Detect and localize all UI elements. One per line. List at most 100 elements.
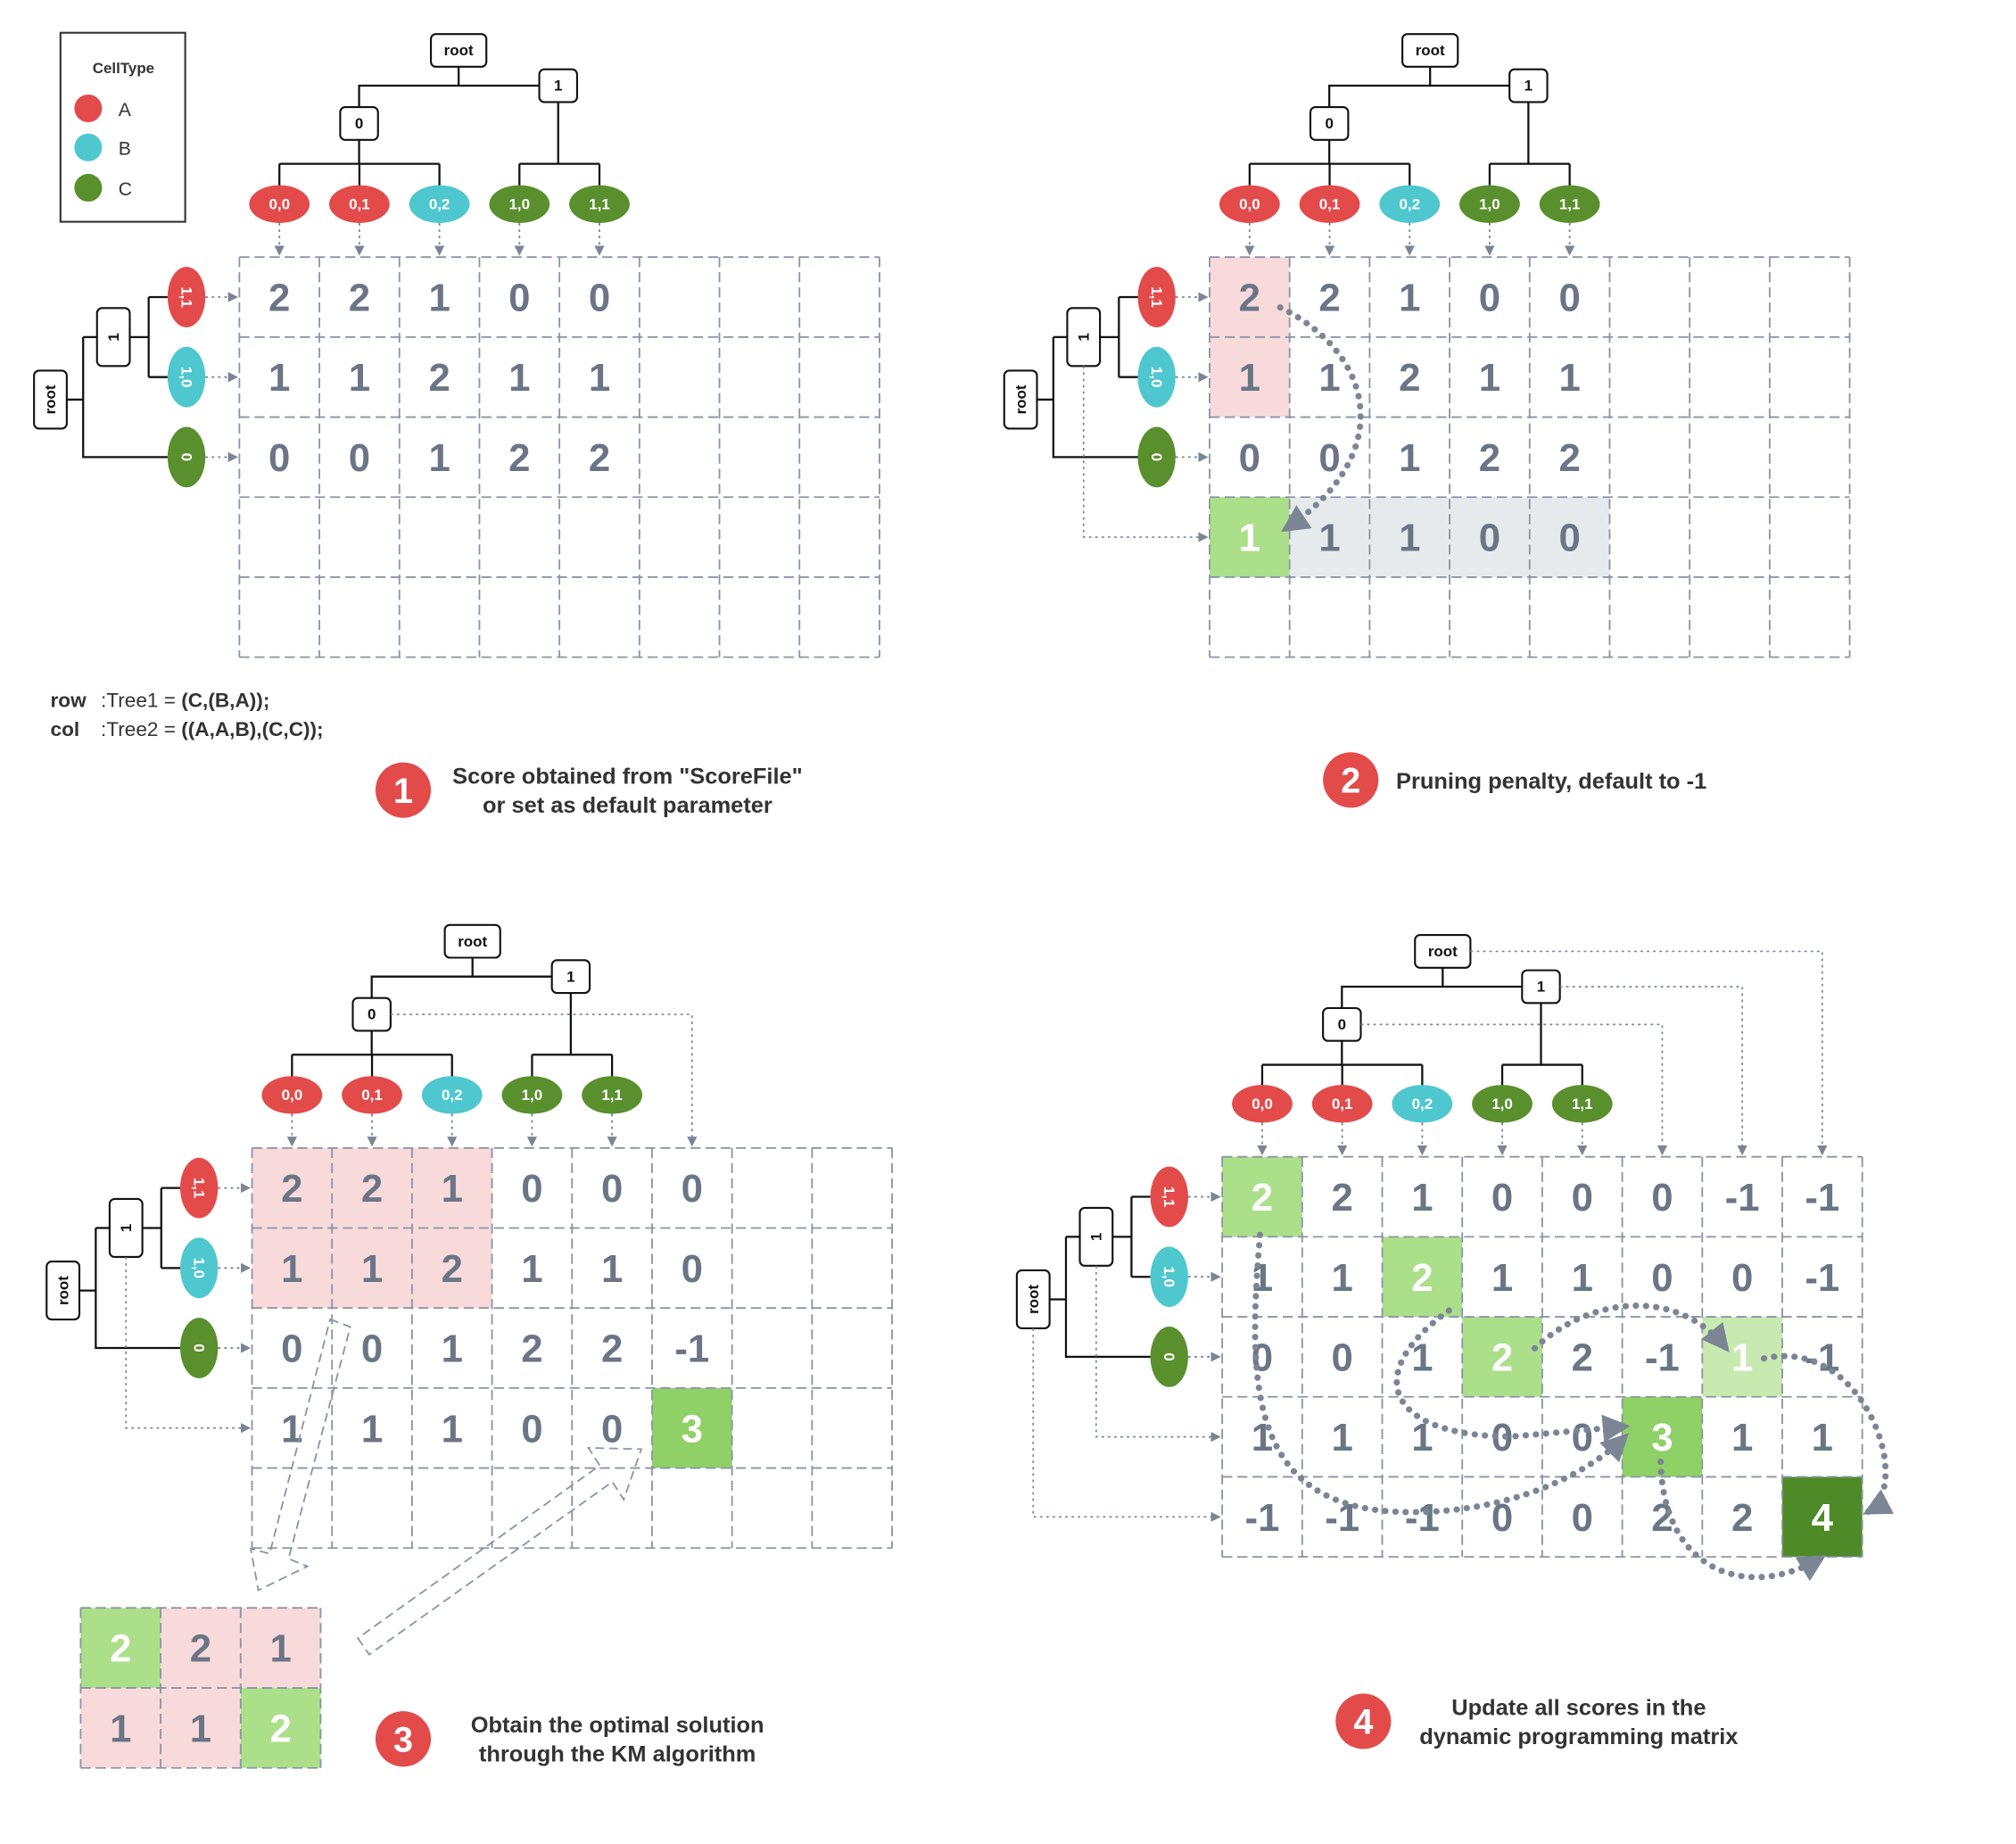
matrix-cell: 1 [1558, 356, 1580, 400]
matrix-cell: 1 [442, 1327, 463, 1371]
column-leaf-label: 1,1 [1559, 195, 1581, 212]
tree-edge [95, 1228, 180, 1350]
tree-edge [1052, 336, 1138, 459]
matrix-cell: 0 [601, 1167, 623, 1211]
matrix-cell: 1 [1331, 1256, 1352, 1300]
row-leaf-label: 1,1 [178, 286, 194, 308]
matrix-cell-fill [1222, 1156, 1302, 1237]
column-leaf-label: 0,2 [429, 195, 450, 212]
matrix-cell: 0 [521, 1407, 542, 1451]
column-leaf-label: 0,0 [282, 1087, 303, 1104]
column-leaf-node [1472, 1085, 1533, 1123]
row-leaf-node [1137, 426, 1176, 488]
node-1-label: 1 [566, 968, 574, 985]
matrix-cell-fill [411, 1147, 492, 1228]
root-node: root [1414, 934, 1472, 969]
matrix-cell: 1 [1479, 356, 1500, 400]
matrix-cell: 1 [281, 1247, 302, 1291]
matrix-cell-fill [1210, 257, 1290, 337]
column-leaf-label: 0,0 [1239, 195, 1260, 212]
km-cell: 2 [269, 1707, 291, 1750]
matrix-cell: -1 [1725, 1176, 1760, 1220]
node-0-label: 0 [1338, 1016, 1346, 1033]
km-submatrix: 2 2 1 1 1 2 [79, 1318, 643, 1769]
column-leaf-node [329, 185, 390, 224]
row-node-1-label: 1 [1088, 1233, 1105, 1241]
row-leaf-label: 0 [1161, 1352, 1177, 1360]
hollow-arrow-up [356, 1447, 643, 1656]
matrix-cell: 0 [281, 1327, 302, 1371]
column-leaf-label: 0,0 [269, 195, 290, 212]
matrix-cell-fill [1462, 1317, 1542, 1397]
matrix-cell: 0 [1239, 436, 1260, 480]
matrix-cell: 1 [1411, 1335, 1433, 1379]
row-leaf-label: 1,0 [191, 1258, 208, 1279]
step-caption: or set as default parameter [483, 793, 773, 818]
km-cell-fill [80, 1688, 161, 1768]
row-formula: row:Tree1 = (C,(B,A)); [51, 689, 270, 711]
matrix-cell: 1 [281, 1407, 302, 1451]
matrix-cell: 2 [589, 436, 610, 480]
matrix-cell-fill [1210, 497, 1290, 577]
matrix-cell: 2 [601, 1327, 623, 1371]
matrix-cell-fill [1781, 1476, 1863, 1558]
matrix-cell: 2 [1399, 356, 1420, 400]
legend-swatch-a [74, 94, 103, 123]
row-leaf-node [1150, 1166, 1188, 1228]
step-caption: dynamic programming matrix [1419, 1724, 1738, 1749]
matrix-cell: 1 [601, 1247, 623, 1291]
tree-formulas: row:Tree1 = (C,(B,A)); col:Tree2 = ((A,A… [51, 689, 324, 740]
legend-label-a: A [119, 100, 132, 120]
matrix-cell: 0 [1318, 436, 1340, 480]
matrix-cell: 0 [1479, 517, 1500, 560]
matrix-cell: -1 [674, 1327, 709, 1371]
node-1: 1 [538, 68, 578, 103]
km-cell-fill [240, 1608, 321, 1689]
node-1-box [538, 68, 578, 103]
column-leaf-label: 1,0 [1491, 1096, 1513, 1112]
tree-edge [458, 66, 540, 87]
row-leaf-label: 1,1 [191, 1178, 208, 1199]
matrix-cell-fill [332, 1147, 412, 1228]
row-root-node: root [45, 1261, 81, 1321]
row-leaf-label: 1,0 [1161, 1266, 1177, 1287]
step-badge [1323, 752, 1379, 808]
root-node-box [1401, 33, 1459, 68]
column-leaf-node [1379, 185, 1441, 224]
node-0: 0 [1322, 1006, 1362, 1042]
matrix-cell: 0 [1558, 277, 1580, 320]
column-leaf-label: 1,0 [509, 195, 531, 212]
node-0-label: 0 [1325, 115, 1333, 132]
matrix-cell: -1 [1805, 1256, 1839, 1300]
row-root-node-label: root [1012, 385, 1029, 414]
matrix-cell: 0 [1331, 1335, 1352, 1379]
km-cell: 1 [190, 1707, 211, 1750]
step-badge [375, 1711, 432, 1767]
flow-arrow [1760, 1352, 1895, 1516]
column-leaf-node [1392, 1085, 1453, 1123]
column-leaf-node [1299, 185, 1360, 224]
tree-edge [1442, 967, 1523, 988]
matrix-cell: 0 [682, 1167, 703, 1211]
matrix-cell: 1 [521, 1247, 542, 1291]
matrix-cell-fill [651, 1387, 732, 1468]
node-1-label: 1 [554, 78, 562, 95]
matrix-cell: 2 [521, 1327, 542, 1371]
root-node: root [1401, 33, 1459, 68]
matrix-cell: 0 [589, 277, 610, 320]
row-leaf-label: 1,0 [178, 367, 194, 388]
flow-arrow [1252, 1231, 1630, 1516]
matrix-cell: 0 [508, 277, 530, 320]
row-leaf-label: 0 [1148, 453, 1165, 461]
step-badge [1335, 1693, 1392, 1749]
matrix-cell: 1 [1331, 1416, 1352, 1459]
internal-node-link [1470, 950, 1828, 1156]
step-badge-number: 2 [1341, 761, 1360, 800]
row-leaf-node [167, 426, 206, 488]
